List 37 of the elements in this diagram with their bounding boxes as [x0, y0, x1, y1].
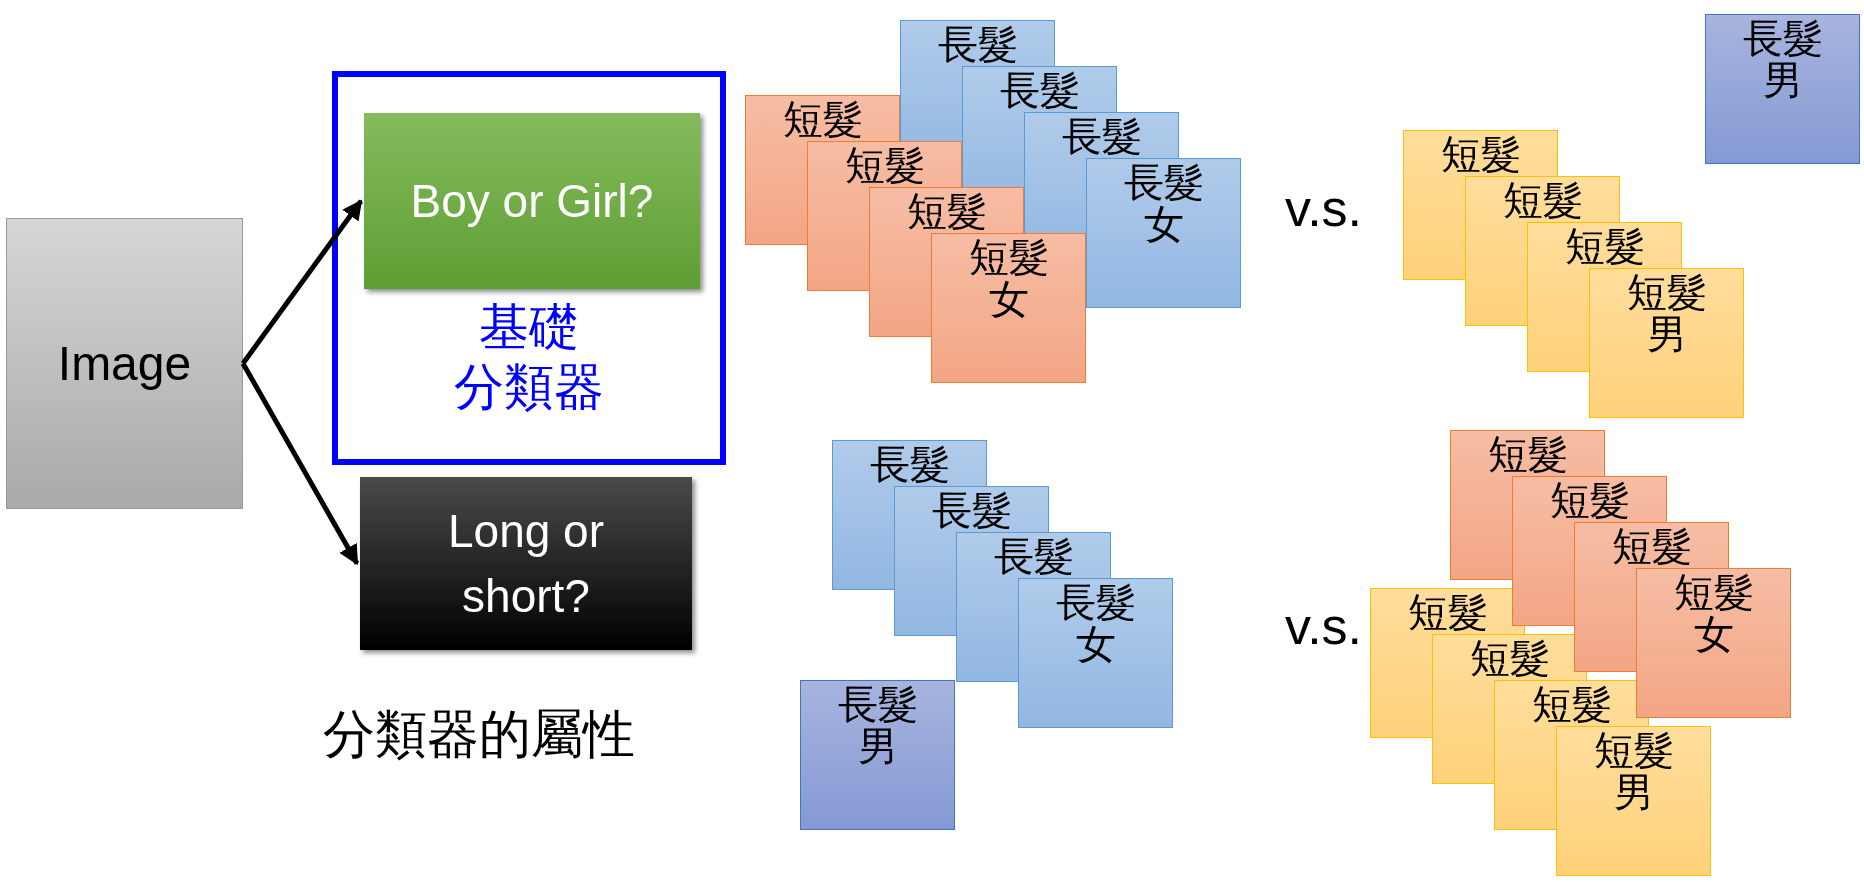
arrow: [240, 362, 360, 566]
sample-card: 短髮: [745, 95, 900, 141]
sample-card: 短髮: [1494, 680, 1649, 726]
sample-card: 短髮: [1527, 222, 1682, 268]
sample-card: 短髮女: [1636, 568, 1791, 718]
sample-card: 長髮: [894, 486, 1049, 532]
caption-text: 分類器的屬性: [323, 705, 635, 765]
versus-text: v.s.: [1285, 596, 1363, 656]
versus-text: v.s.: [1285, 178, 1363, 238]
sample-card: 長髮女: [1018, 578, 1173, 728]
sample-card: 短髮: [869, 187, 1024, 233]
sample-card: 短髮: [1465, 176, 1620, 222]
sample-card: 短髮: [1574, 522, 1729, 568]
sample-card: 長髮男: [1705, 14, 1860, 164]
classifier-box: Long or short?: [360, 477, 692, 650]
classifier-box: Boy or Girl?: [364, 113, 700, 289]
input-box: Image: [6, 218, 243, 509]
sample-card: 短髮: [1450, 430, 1605, 476]
sample-card: 長髮: [956, 532, 1111, 578]
sample-card: 短髮: [1432, 634, 1587, 680]
classifier-frame: [332, 71, 726, 465]
sample-card: 長髮: [900, 20, 1055, 66]
sample-card: 短髮男: [1589, 268, 1744, 418]
sample-card: 長髮男: [800, 680, 955, 830]
classifier-label: 分類器: [453, 359, 605, 417]
sample-card: 長髮女: [1086, 158, 1241, 308]
arrow: [240, 199, 364, 365]
sample-card: 短髮女: [931, 233, 1086, 383]
sample-card: 長髮: [962, 66, 1117, 112]
classifier-label: 基礎: [478, 299, 580, 357]
sample-card: 短髮: [807, 141, 962, 187]
sample-card: 短髮: [1403, 130, 1558, 176]
sample-card: 短髮男: [1556, 726, 1711, 876]
sample-card: 短髮: [1512, 476, 1667, 522]
sample-card: 長髮: [1024, 112, 1179, 158]
sample-card: 長髮: [832, 440, 987, 486]
sample-card: 短髮: [1370, 588, 1525, 634]
